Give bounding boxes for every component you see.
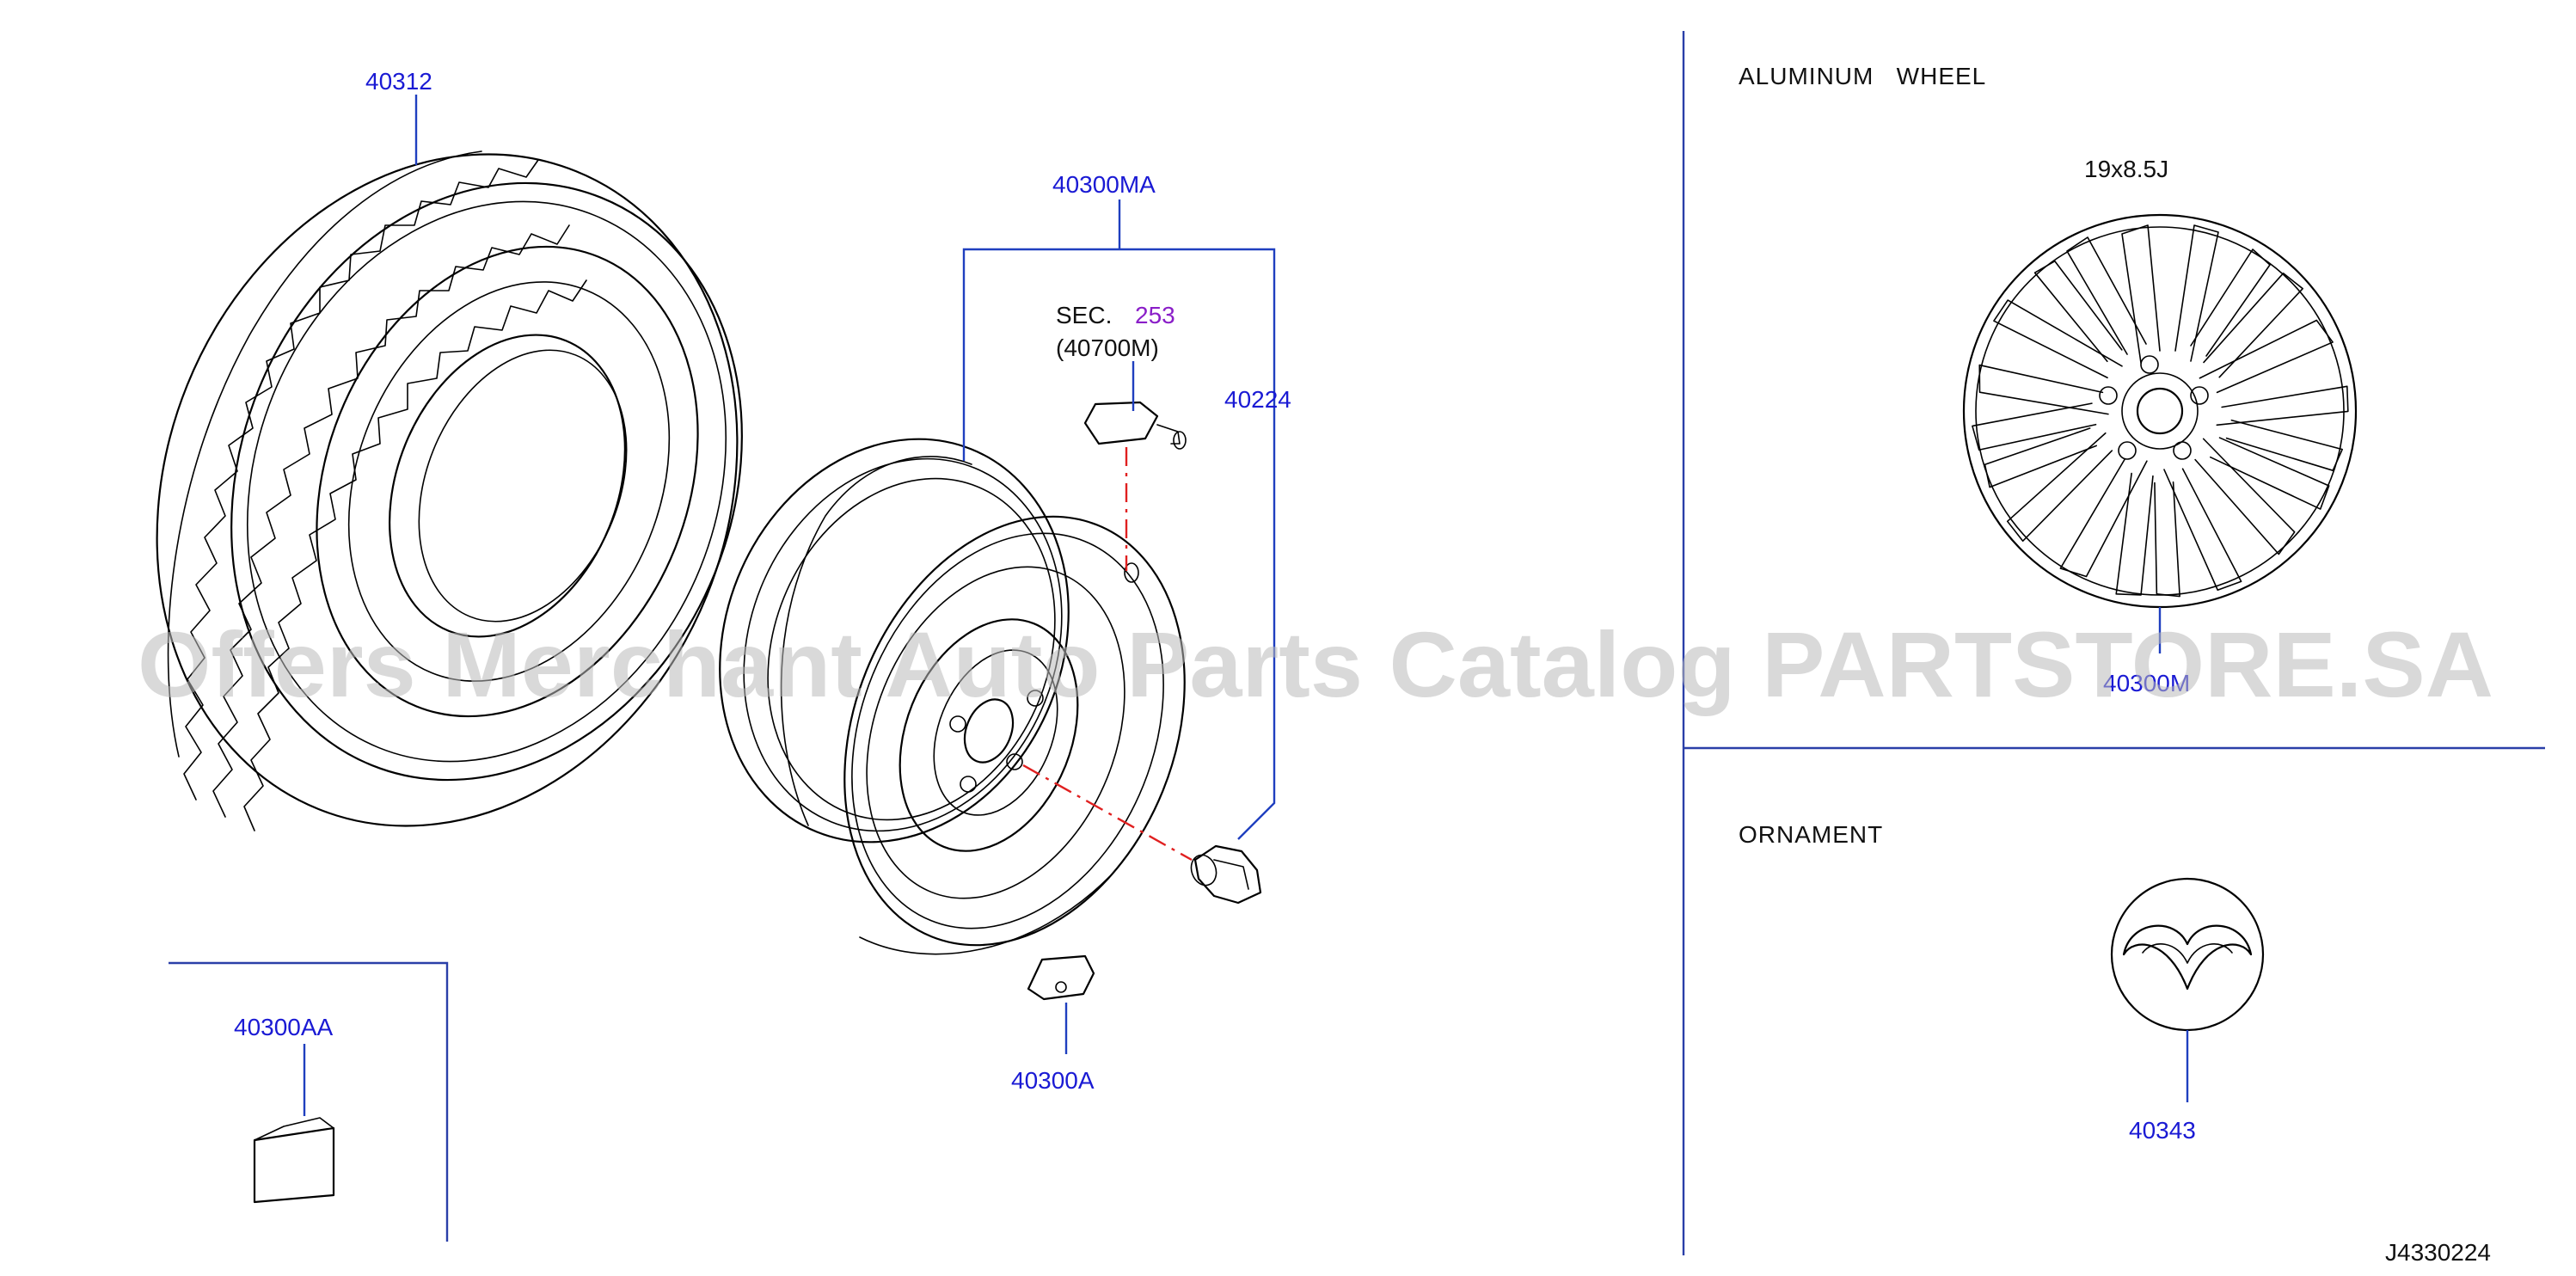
weight-box-frame bbox=[169, 961, 449, 1242]
sec-label: SEC. bbox=[1056, 302, 1112, 328]
ornament-title: ORNAMENT bbox=[1739, 821, 1883, 848]
watermark: Offers Merchant Auto Parts Catalog PARTS… bbox=[138, 612, 2493, 716]
tire-drawing bbox=[156, 150, 743, 831]
tpms-sensor-drawing bbox=[1083, 401, 1187, 450]
assembly-part-number: 40300MA bbox=[1052, 171, 1156, 198]
nut-center-line bbox=[1022, 764, 1193, 862]
adhesive-weight-drawing bbox=[253, 1117, 335, 1204]
sec-number: 253 bbox=[1135, 302, 1175, 328]
wheel-drawing bbox=[719, 438, 1186, 955]
adhesive-weight-part-number: 40300AA bbox=[234, 1014, 334, 1040]
alloy-wheel-part-number: 40300M bbox=[2103, 670, 2190, 696]
tire-part-number: 40312 bbox=[365, 68, 432, 95]
clip-weight-drawing bbox=[1027, 954, 1095, 1001]
ornament-part-number: 40343 bbox=[2129, 1117, 2196, 1144]
assembly-bracket bbox=[962, 248, 1276, 840]
nut-part-number: 40224 bbox=[1224, 386, 1291, 413]
lug-nut-drawing bbox=[1190, 844, 1262, 905]
wheel-size: 19x8.5J bbox=[2084, 156, 2168, 182]
ornament-drawing bbox=[2110, 877, 2265, 1032]
diagram-id: J4330224 bbox=[2385, 1239, 2491, 1266]
alloy-wheel-drawing bbox=[1962, 213, 2358, 609]
aluminum-wheel-title: ALUMINUM WHEEL bbox=[1739, 63, 1986, 89]
sec-part: (40700M) bbox=[1056, 334, 1159, 361]
clip-weight-part-number: 40300A bbox=[1011, 1067, 1095, 1094]
